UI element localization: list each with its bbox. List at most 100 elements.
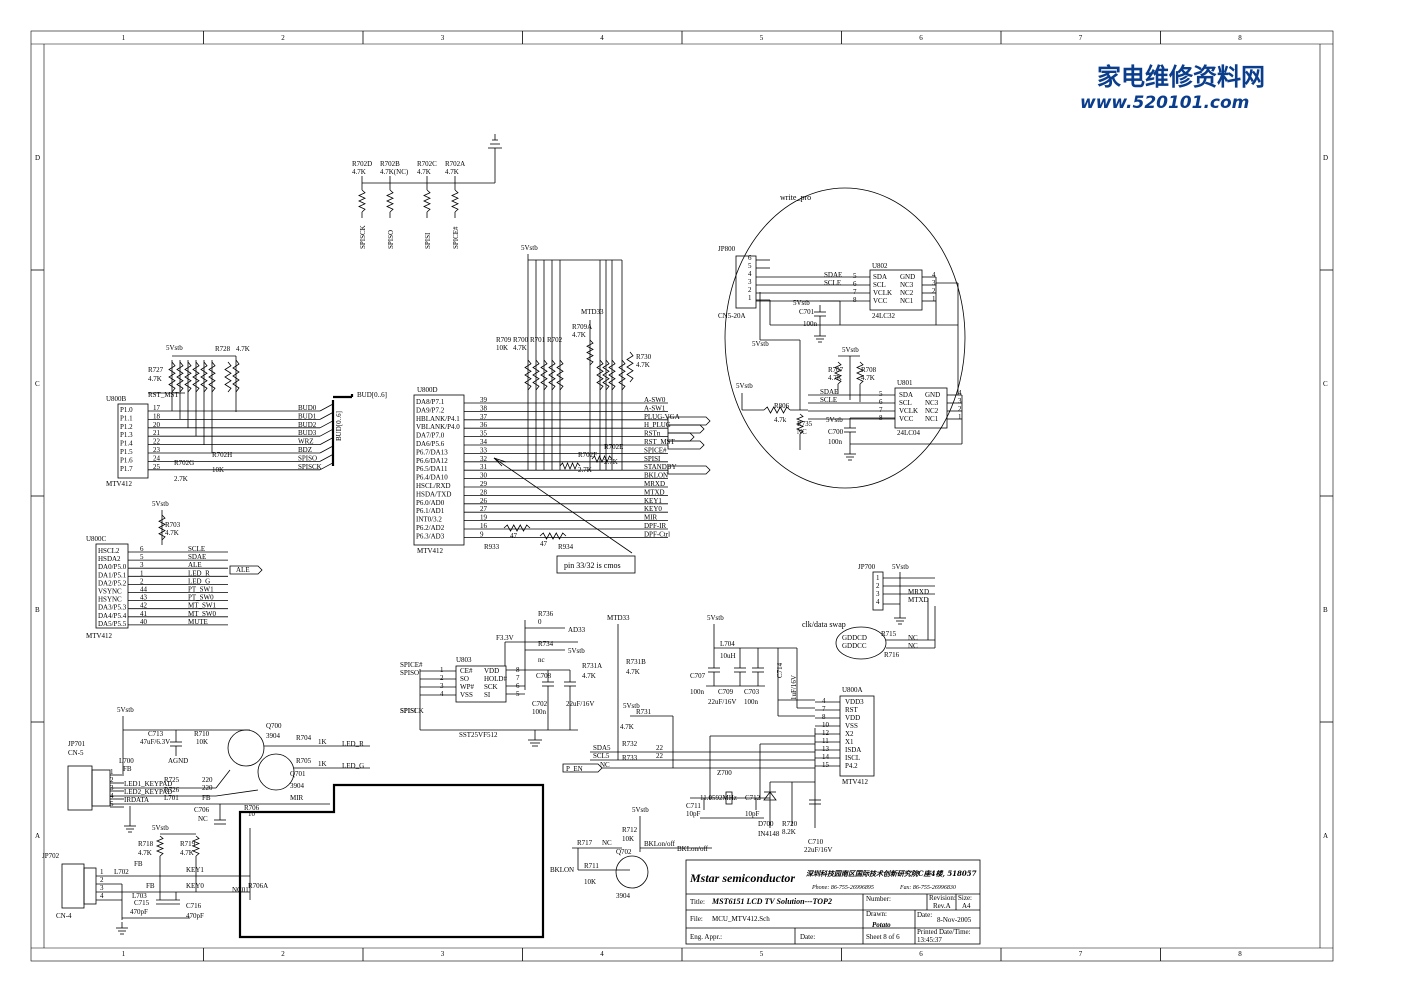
schematic-label: 2	[140, 577, 144, 585]
schematic-label: 35	[480, 430, 488, 438]
svg-text:5Vstb: 5Vstb	[568, 647, 585, 655]
schematic-label: B	[1323, 606, 1328, 614]
schematic-label: 2	[440, 674, 444, 682]
svg-text:10K: 10K	[496, 344, 508, 352]
schematic-label: HOLD#	[484, 675, 507, 683]
schematic-label: HSYNC	[98, 596, 122, 604]
schematic-label: DA0/P5.0	[98, 563, 127, 571]
svg-text:4.7K: 4.7K	[572, 331, 586, 339]
schematic-label: 24	[153, 454, 161, 462]
schematic-label: 4.7K	[417, 168, 431, 176]
schematic-label: INT0/3.2	[416, 516, 442, 524]
schematic-label: 4.7K(NC)	[380, 168, 409, 176]
schematic-label: 18	[153, 412, 161, 420]
resistor	[602, 359, 610, 391]
svg-text:4.7K: 4.7K	[236, 345, 250, 353]
svg-text:JP700: JP700	[858, 563, 876, 571]
svg-text:1K: 1K	[318, 738, 327, 746]
svg-text:Size:: Size:	[958, 894, 972, 902]
svg-text:5Vstb: 5Vstb	[521, 244, 538, 252]
schematic-label: P6.0/AD0	[416, 499, 445, 507]
schematic-label: 7	[879, 406, 883, 414]
svg-text:write_pro: write_pro	[780, 193, 811, 202]
svg-text:R705: R705	[296, 757, 312, 765]
svg-text:L702: L702	[114, 868, 129, 876]
resistor	[358, 189, 366, 213]
schematic-label: 11	[822, 737, 829, 745]
schematic-label: VDD	[484, 667, 499, 675]
schematic-label: 1	[958, 413, 962, 421]
svg-text:5Vstb: 5Vstb	[736, 382, 753, 390]
schematic-label: 3	[748, 278, 752, 286]
schematic-label: 5	[879, 390, 883, 398]
resistor	[451, 189, 459, 213]
svg-text:BKLon/off: BKLon/off	[644, 840, 676, 848]
svg-text:R717: R717	[577, 839, 593, 847]
schematic-label: BKLON	[644, 472, 668, 480]
resistor	[548, 359, 556, 391]
svg-text:NC: NC	[198, 815, 208, 823]
svg-text:R720: R720	[782, 820, 798, 828]
svg-text:Revision:: Revision:	[929, 894, 956, 902]
schematic-label: P1.2	[120, 423, 133, 431]
resistor	[586, 339, 594, 366]
svg-text:C715: C715	[134, 899, 150, 907]
schematic-label: 30	[480, 472, 488, 480]
svg-text:22: 22	[656, 752, 664, 760]
schematic-label: DA5/P5.5	[98, 620, 127, 628]
svg-text:NC: NC	[908, 634, 918, 642]
svg-text:10pF: 10pF	[686, 810, 701, 818]
svg-text:4.7K: 4.7K	[180, 849, 194, 857]
svg-text:MTV412: MTV412	[106, 480, 133, 488]
svg-text:47: 47	[540, 540, 548, 548]
svg-text:4.7K: 4.7K	[513, 344, 527, 352]
svg-text:R702G: R702G	[174, 459, 194, 467]
resistor	[224, 361, 232, 393]
schematic-label: PT_SW1	[188, 586, 214, 594]
svg-text:FB: FB	[134, 860, 143, 868]
schematic-label: 1	[748, 294, 752, 302]
svg-text:47uF/6.3V: 47uF/6.3V	[140, 738, 170, 746]
svg-text:4.7K: 4.7K	[582, 672, 596, 680]
svg-text:470pF: 470pF	[186, 912, 204, 920]
svg-text:5Vstb: 5Vstb	[892, 563, 909, 571]
schematic-label: 40	[140, 618, 148, 626]
schematic-label: P4.2	[845, 762, 858, 770]
schematic-label: 32	[480, 455, 488, 463]
schematic-wire	[319, 462, 334, 471]
svg-text:C709: C709	[718, 688, 734, 696]
svg-text:Q700: Q700	[266, 722, 282, 730]
schematic-label: HSCL/RXD	[416, 482, 451, 490]
svg-text:FB: FB	[146, 882, 155, 890]
schematic-label: 6	[919, 34, 923, 42]
resistor	[834, 361, 842, 385]
svg-text:5Vstb: 5Vstb	[793, 299, 810, 307]
schematic-label: 2	[958, 405, 962, 413]
schematic-label: 4	[440, 690, 444, 698]
svg-text:KEY0: KEY0	[186, 882, 204, 890]
resistor	[155, 835, 165, 857]
schematic-label: 15	[822, 761, 830, 769]
svg-text:CN-5: CN-5	[68, 749, 84, 757]
svg-text:NC: NC	[600, 761, 610, 769]
schematic-label: VSYNC	[98, 588, 122, 596]
svg-text:R735: R735	[797, 420, 813, 428]
svg-text:4.7K: 4.7K	[626, 668, 640, 676]
backlight-section: 5Vstb R712 10K BKLon/off BKLon/off R717 …	[550, 806, 712, 900]
svg-text:L700: L700	[119, 757, 134, 765]
svg-text:Z700: Z700	[717, 769, 732, 777]
svg-text:MTD33: MTD33	[581, 308, 604, 316]
svg-text:24LC04: 24LC04	[897, 429, 920, 437]
svg-text:10K: 10K	[622, 835, 634, 843]
svg-text:5Vstb: 5Vstb	[152, 824, 169, 832]
schematic-label: GND	[900, 273, 915, 281]
schematic-label: 3	[441, 34, 445, 42]
resistor	[192, 361, 200, 393]
svg-text:SDAE: SDAE	[820, 388, 838, 396]
svg-text:R702: R702	[547, 336, 563, 344]
svg-text:JP701: JP701	[68, 740, 86, 748]
schematic-label: SPISI	[424, 232, 432, 249]
svg-text:AD33: AD33	[568, 626, 586, 634]
schematic-label: 27	[480, 505, 488, 513]
